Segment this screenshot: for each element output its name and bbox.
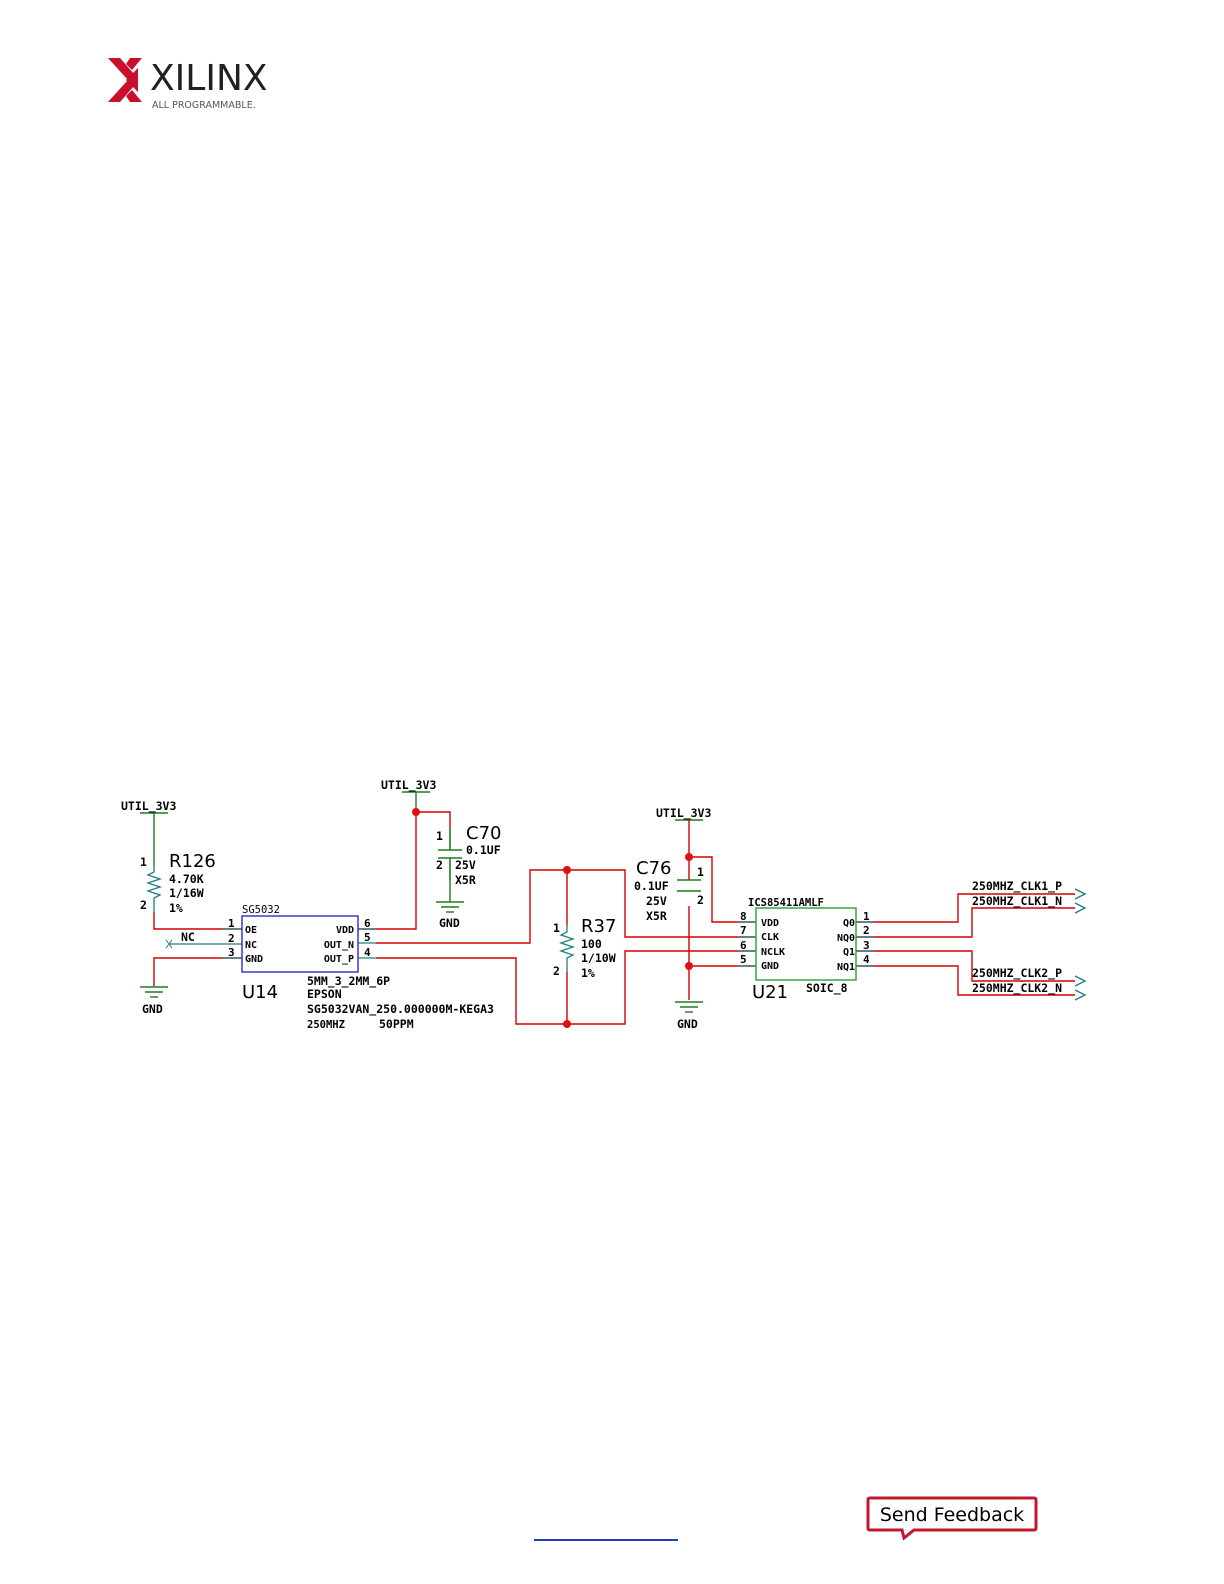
r126-pin2: 2	[140, 898, 147, 912]
u14-pin-name: VDD	[336, 925, 354, 936]
c70-dielectric: X5R	[455, 873, 476, 887]
send-feedback-button-shape	[866, 1496, 1038, 1541]
u21-pin-name: Q0	[843, 918, 855, 929]
brand-tagline: ALL PROGRAMMABLE.	[152, 100, 256, 111]
power-rails	[140, 791, 703, 866]
r37-value: 100	[581, 937, 602, 951]
r37-pin1: 1	[553, 921, 560, 935]
u21-pin-num: 3	[863, 939, 870, 952]
c76-ref: C76	[636, 858, 671, 879]
c76-voltage: 25V	[646, 894, 667, 908]
u14-pin-name: GND	[245, 954, 263, 965]
u14-ppm: 50PPM	[379, 1017, 414, 1031]
ground-icon	[675, 1001, 703, 1013]
u21-pin-name: NCLK	[761, 947, 785, 958]
u14-pin-name: OUT_P	[324, 954, 354, 965]
c76-dielectric: X5R	[646, 909, 667, 923]
c70-value: 0.1UF	[466, 843, 501, 857]
ground-icon	[140, 986, 168, 998]
u14-freq: 250MHZ	[307, 1019, 345, 1031]
u21-package: SOIC_8	[806, 981, 848, 996]
u21-pin-name: Q1	[843, 947, 855, 958]
u14-part: SG5032	[242, 904, 280, 916]
xilinx-logo: XILINX ALL PROGRAMMABLE.	[108, 58, 268, 111]
u21-pin-name: NQ1	[837, 962, 855, 973]
u21-body	[755, 907, 857, 981]
u14-package: 5MM_3_2MM_6P	[307, 974, 390, 989]
u21-pin-name: CLK	[761, 932, 779, 943]
c76-pin1: 1	[697, 865, 704, 879]
u14-pin-num: 3	[228, 946, 235, 959]
junction-dots	[412, 808, 693, 1028]
brand-name: XILINX	[150, 58, 268, 99]
u21-pin-num: 4	[863, 953, 870, 966]
r37-tol: 1%	[581, 966, 595, 980]
no-connect-icon	[165, 939, 173, 949]
u14-pin-num: 1	[228, 917, 235, 930]
u14-pin-num: 2	[228, 932, 235, 945]
footer-link[interactable]	[534, 1539, 678, 1541]
c70-pin2: 2	[436, 858, 443, 872]
r126-ref: R126	[169, 851, 216, 872]
u21-pin-name: NQ0	[837, 933, 855, 944]
util-label-left: UTIL_3V3	[121, 799, 176, 814]
c70-pin1: 1	[436, 829, 443, 843]
util-label-right: UTIL_3V3	[656, 806, 711, 821]
r37-ref: R37	[581, 916, 616, 937]
nc-label: NC	[181, 930, 195, 944]
c76-value: 0.1UF	[634, 879, 669, 893]
gnd-label-c76: GND	[677, 1017, 698, 1031]
resistor-icon	[558, 925, 576, 972]
u21-pin-num: 1	[863, 910, 870, 923]
u14-pin-name: NC	[245, 940, 257, 951]
u14-ref: U14	[242, 982, 278, 1003]
u21-ref: U21	[752, 982, 788, 1003]
u21-part: ICS85411AMLF	[748, 897, 824, 909]
c70-voltage: 25V	[455, 858, 476, 872]
ground-icon	[436, 880, 464, 913]
r126-value: 4.70K	[169, 872, 204, 886]
wires	[153, 811, 1075, 1025]
u21-pin-name: VDD	[761, 918, 779, 929]
u14-pin-num: 5	[364, 931, 371, 944]
r126-power: 1/16W	[169, 886, 204, 900]
u14-vendor: EPSON	[307, 987, 342, 1001]
c70-ref: C70	[466, 823, 501, 844]
r126-pin1: 1	[140, 855, 147, 869]
output-net-label: 250MHZ_CLK1_N	[972, 894, 1062, 909]
capacitor-icon	[438, 828, 462, 880]
u14-pin-num: 6	[364, 917, 371, 930]
u21-pin-name: GND	[761, 961, 779, 972]
port-arrow-icon	[1074, 888, 1087, 1001]
u14-pin-num: 4	[364, 946, 371, 959]
u14-part-number: SG5032VAN_250.000000M-KEGA3	[307, 1002, 494, 1017]
c76-pin2: 2	[697, 893, 704, 907]
r37-power: 1/10W	[581, 951, 616, 965]
u14-pin-name: OUT_N	[324, 940, 354, 951]
u21-pin-num: 2	[863, 924, 870, 937]
send-feedback-button[interactable]: Send Feedback	[879, 1504, 1025, 1526]
u21-pin-num: 8	[740, 910, 747, 923]
capacitor-icon	[677, 879, 701, 892]
xilinx-mark-icon	[108, 58, 142, 102]
gnd-label-c70: GND	[439, 916, 460, 930]
u21-pin-num: 5	[740, 953, 747, 966]
gnd-label-left: GND	[142, 1002, 163, 1016]
pin-stubs	[170, 921, 874, 967]
output-net-label: 250MHZ_CLK2_N	[972, 981, 1062, 996]
resistor-icon	[145, 866, 163, 912]
util-label-mid: UTIL_3V3	[381, 778, 436, 793]
u14-body	[241, 915, 359, 973]
r126-tol: 1%	[169, 901, 183, 915]
u21-pin-num: 7	[740, 924, 747, 937]
output-net-label: 250MHZ_CLK2_P	[972, 966, 1062, 981]
u14-pin-name: OE	[245, 925, 257, 936]
u21-pin-num: 6	[740, 939, 747, 952]
r37-pin2: 2	[553, 964, 560, 978]
output-net-label: 250MHZ_CLK1_P	[972, 879, 1062, 894]
